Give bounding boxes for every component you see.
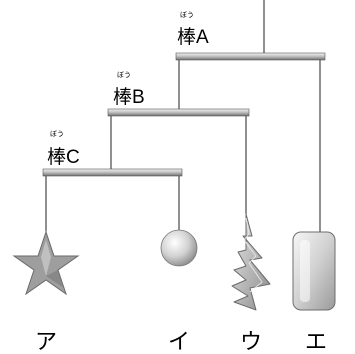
rod-c-label: 棒C: [47, 146, 80, 168]
strings: [45, 0, 321, 232]
rounded-block-icon: [292, 231, 336, 311]
star-icon: [12, 230, 80, 296]
lightning-icon: [231, 213, 271, 311]
rod-b-ruby: ぼう: [117, 71, 131, 79]
object-label-a: ア: [35, 330, 57, 354]
rod-a: [175, 52, 326, 61]
object-label-i: イ: [168, 330, 190, 354]
sphere-icon: [160, 229, 198, 267]
rod-a-ruby: ぼう: [180, 11, 194, 19]
rod-a-label: 棒A: [177, 26, 209, 48]
rod-b: [107, 108, 250, 117]
rod-b-label: 棒B: [113, 86, 145, 108]
rod-c-ruby: ぼう: [50, 130, 64, 138]
object-label-u: ウ: [240, 330, 262, 354]
rod-c: [42, 168, 183, 177]
object-label-e: エ: [305, 330, 327, 354]
